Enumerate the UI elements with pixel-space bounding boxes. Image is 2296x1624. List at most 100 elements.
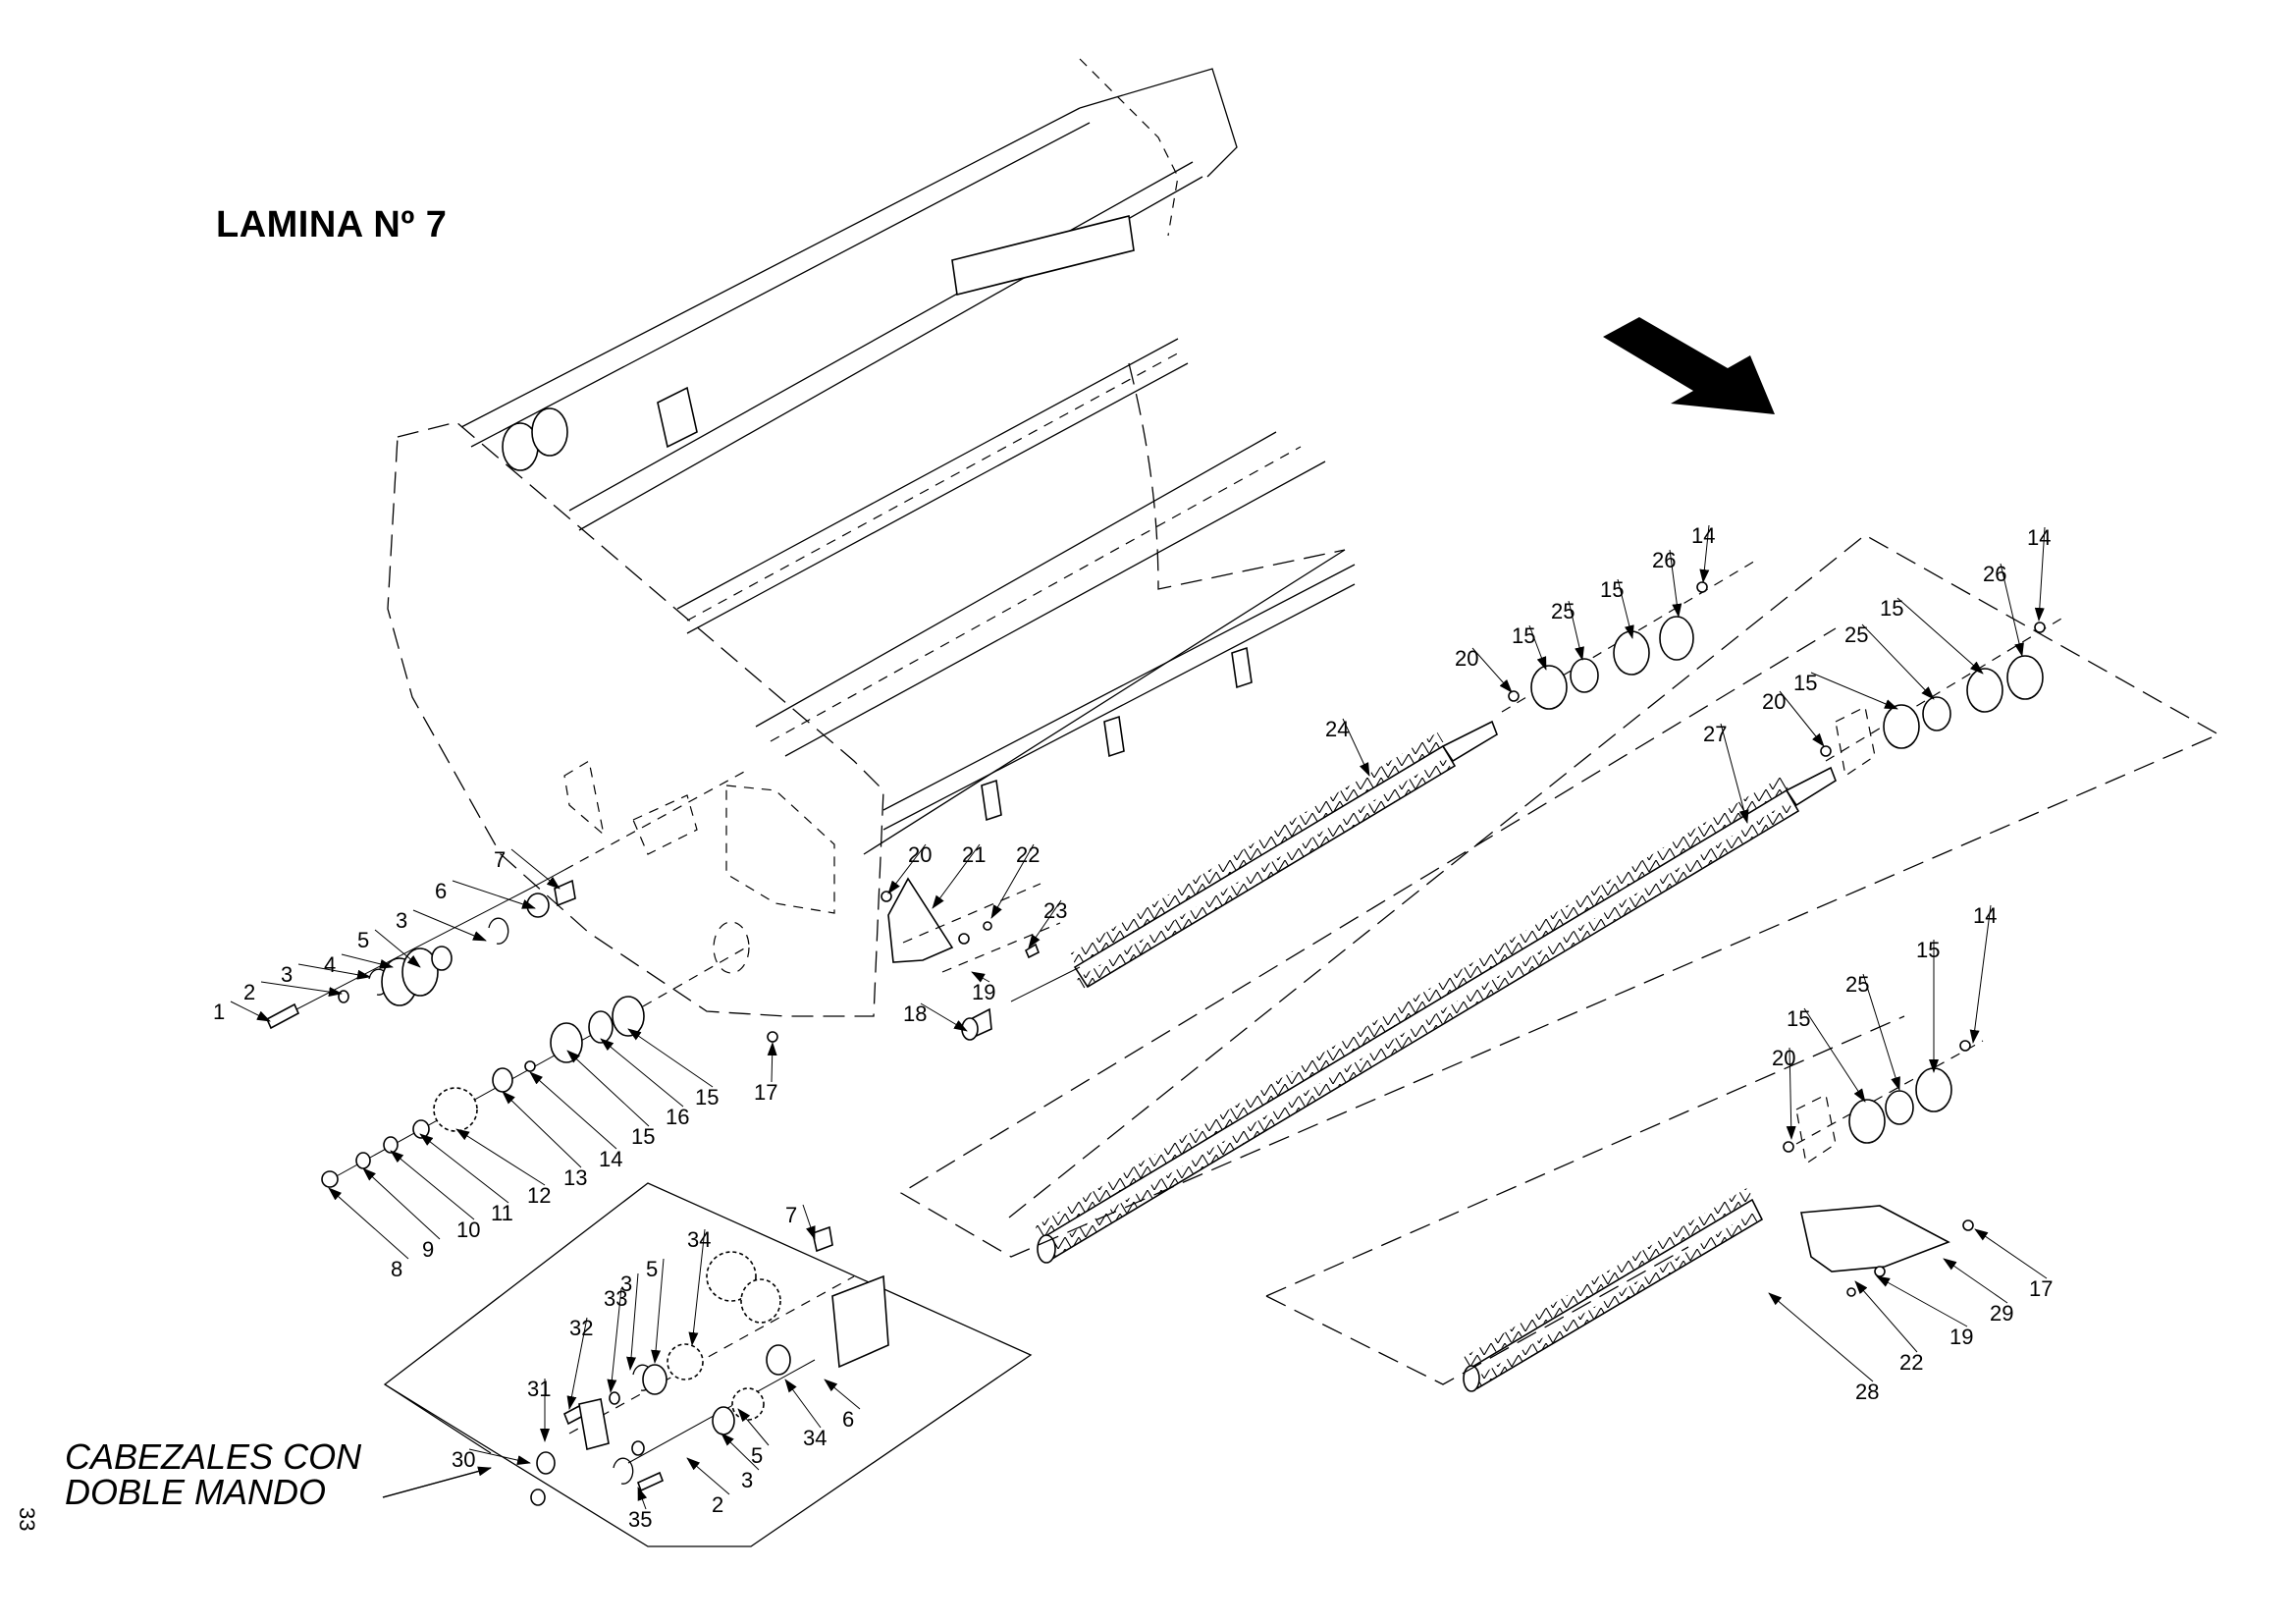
callout-number-inset: 3: [741, 1468, 753, 1492]
group-boundary-upper: [899, 534, 2220, 1258]
callout-leader: [390, 1150, 475, 1220]
callout-number-left_upper: 7: [494, 847, 506, 872]
callout-number-left_lower: 12: [527, 1183, 551, 1208]
callout-number-inset: 7: [785, 1203, 797, 1227]
callout-number-right_low: 15: [1787, 1006, 1810, 1031]
callout-leader: [374, 929, 421, 968]
callout-leader: [1568, 600, 1584, 661]
callout-number-center: 20: [908, 842, 932, 867]
callout-number-right_bottom: 17: [2029, 1276, 2053, 1301]
callout-leader: [626, 1272, 639, 1371]
callout-number-right_top: 25: [1551, 599, 1575, 623]
callout-leader: [1810, 672, 1898, 710]
callout-number-left_upper: 4: [324, 952, 336, 977]
callout-leader: [721, 1433, 760, 1471]
callout-number-right_low: 25: [1845, 972, 1869, 997]
roller-27: [1035, 766, 1837, 1264]
callout-leader: [1803, 1007, 1866, 1103]
callout-number-center: 18: [903, 1001, 927, 1026]
callout-number-right_low: 20: [1772, 1046, 1795, 1070]
callout-leader: [1943, 1258, 2008, 1304]
callout-number-right_mid: 15: [1793, 671, 1817, 695]
bearing-assembly-lower: [1783, 1040, 1984, 1165]
callout-number-left_lower: 16: [666, 1105, 689, 1129]
callout-leader: [341, 953, 394, 969]
double-drive-inset: [382, 1182, 1033, 1547]
callout-number-left_upper: 2: [243, 980, 255, 1004]
callout-leader: [1786, 1047, 1796, 1140]
callout-leader: [2000, 563, 2024, 657]
callout-number-right_mid: 27: [1703, 722, 1727, 746]
callout-leader: [412, 909, 487, 942]
callout-number-right_low: 15: [1916, 938, 1940, 962]
callout-number-left_upper: 5: [357, 928, 369, 952]
callout-leader: [1669, 549, 1682, 618]
callout-number-inset: 33: [604, 1286, 627, 1311]
callout-leader: [1699, 524, 1710, 583]
callout-number-center: 22: [1016, 842, 1040, 867]
callout-number-left_lower: 8: [391, 1257, 402, 1281]
callout-number-inset: 5: [646, 1257, 658, 1281]
callout-leader: [686, 1457, 730, 1495]
callout-leader: [824, 1379, 861, 1410]
callout-number-right_mid: 26: [1983, 562, 2006, 586]
callout-leader: [971, 971, 990, 983]
callout-leader: [1342, 718, 1370, 777]
callout-number-left_upper: 3: [281, 962, 293, 987]
callout-number-inset: 3: [620, 1272, 632, 1296]
callout-leader: [2034, 526, 2046, 622]
callout-leader: [1471, 647, 1513, 693]
callout-leader: [1862, 973, 1900, 1091]
callout-number-right_top: 15: [1512, 623, 1535, 648]
callout-leader: [627, 1028, 714, 1088]
callout-leader: [737, 1408, 770, 1446]
callout-number-inset: 30: [452, 1447, 475, 1472]
callout-leader: [260, 981, 343, 998]
callout-leader: [1854, 1280, 1918, 1353]
callout-leader: [637, 1487, 648, 1510]
callout-number-right_top: 14: [1691, 523, 1715, 548]
callout-number-left_lower: 17: [754, 1080, 777, 1105]
callout-leader: [784, 1379, 822, 1429]
callout-number-center: 24: [1325, 717, 1349, 741]
callout-leader: [1617, 578, 1634, 639]
travel-direction-arrow: [1603, 317, 1775, 414]
bracket-29: [1800, 1205, 1974, 1297]
callout-number-inset: 6: [842, 1407, 854, 1432]
callout-number-center: 19: [972, 980, 995, 1004]
callout-number-left_lower: 15: [631, 1124, 655, 1149]
callout-number-left_upper: 1: [213, 1000, 225, 1024]
callout-leader: [767, 1042, 777, 1083]
callout-number-left_lower: 13: [563, 1165, 587, 1190]
callout-number-right_bottom: 29: [1990, 1301, 2013, 1326]
callout-leader: [230, 1001, 271, 1022]
callout-number-right_low: 14: [1973, 903, 1997, 928]
callout-leader: [651, 1258, 665, 1364]
callout-leader: [510, 848, 561, 890]
callout-number-inset: 35: [628, 1507, 652, 1532]
callout-number-right_top: 26: [1652, 548, 1676, 572]
callout-number-left_lower: 10: [456, 1218, 480, 1242]
callout-leader: [1876, 1275, 1968, 1327]
callout-leader: [419, 1133, 509, 1204]
callout-number-inset: 34: [687, 1227, 711, 1252]
callout-leader: [688, 1228, 706, 1346]
callout-number-right_mid: 20: [1762, 689, 1786, 714]
callout-leader: [1720, 723, 1749, 824]
callout-number-right_top: 15: [1600, 577, 1624, 602]
callout-leader: [600, 1038, 684, 1108]
callout-number-left_upper: 6: [435, 879, 447, 903]
callout-leader: [297, 963, 371, 980]
callout-leader: [1779, 690, 1825, 747]
bearing-assembly-middle: [1820, 618, 2062, 778]
callout-leader: [802, 1204, 816, 1240]
callout-number-inset: 31: [527, 1377, 551, 1401]
callout-number-right_bottom: 22: [1899, 1350, 1923, 1375]
left-drive-assembly: [265, 770, 778, 1188]
group-boundary-lower: [1265, 1015, 1905, 1385]
callout-number-left_lower: 15: [695, 1085, 719, 1110]
callout-number-inset: 32: [569, 1316, 593, 1340]
callout-number-inset: 2: [712, 1492, 723, 1517]
callout-number-left_lower: 14: [599, 1147, 622, 1171]
